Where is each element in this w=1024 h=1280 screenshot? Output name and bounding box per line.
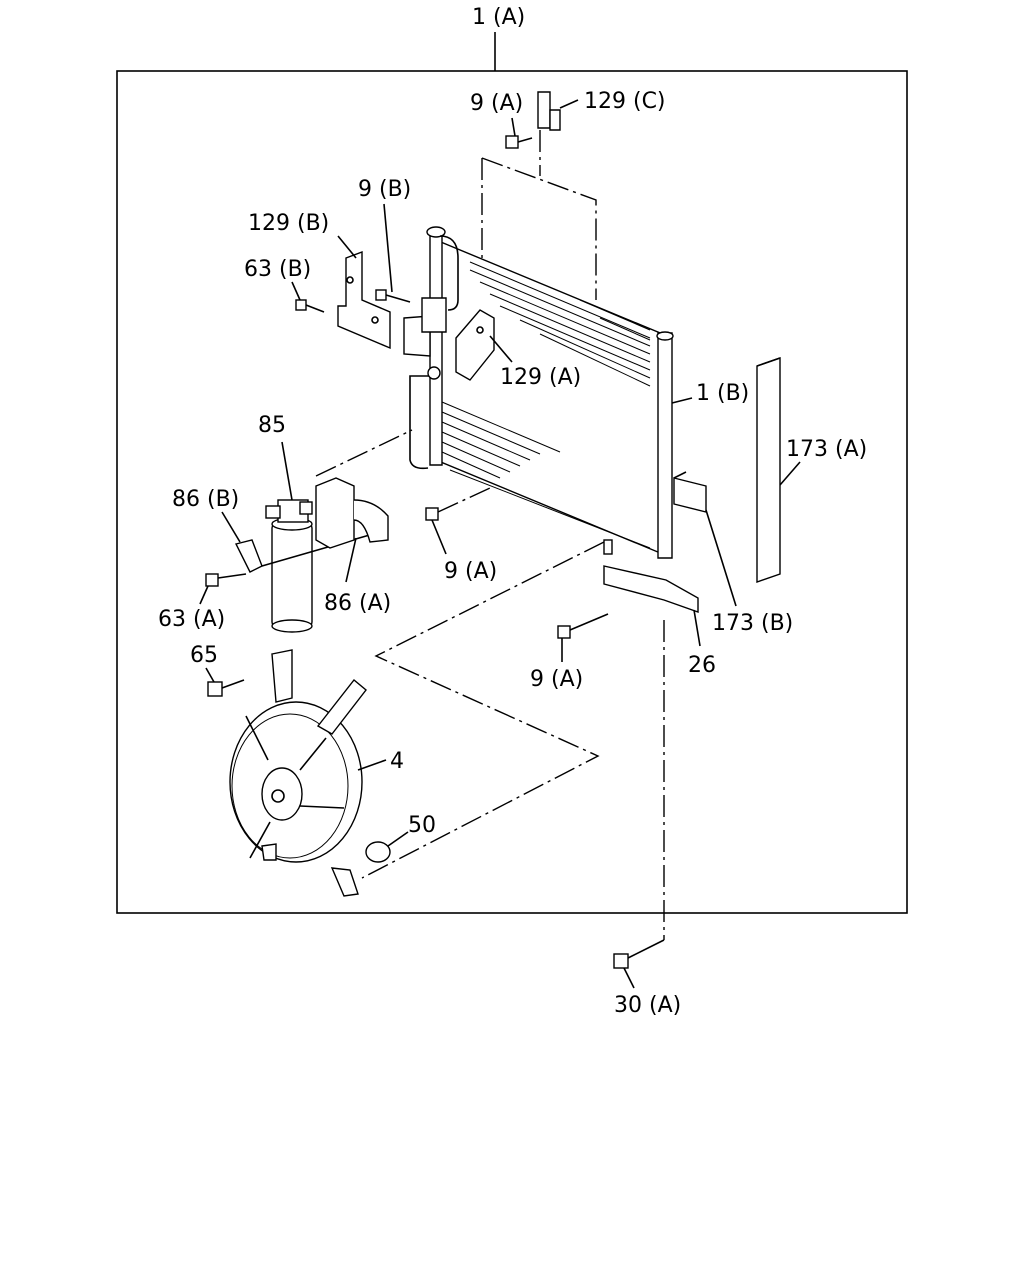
clamp-a-part — [315, 477, 389, 549]
bracket-lower-leader — [693, 609, 701, 647]
fan-bolt-leader — [205, 667, 215, 683]
clamp-b-tie — [261, 531, 381, 567]
label-bolt-top: 9 (A) — [470, 91, 523, 116]
seal-a-leader — [779, 461, 801, 486]
bolt-lower-icon — [557, 613, 609, 639]
label-bolt-bottom: 30 (A) — [614, 993, 681, 1018]
clamp-b-leader — [221, 511, 241, 543]
fan-bolt-icon — [207, 679, 245, 697]
seal-a-part — [756, 357, 781, 583]
bolt-top-icon — [505, 135, 533, 149]
label-receiver: 85 — [258, 413, 286, 438]
label-fan: 4 — [390, 749, 404, 774]
seal-b-part — [673, 471, 707, 513]
clamp-b-part — [234, 539, 263, 573]
bracket-top-part — [537, 91, 561, 131]
clamp-a-leader — [345, 537, 357, 583]
label-bolt-mid: 9 (A) — [444, 559, 497, 584]
lower-dash-guide — [361, 541, 605, 879]
bolt-left-upper-icon — [375, 289, 411, 303]
assembly-frame — [116, 70, 908, 914]
label-bolt-left: 63 (B) — [244, 257, 311, 282]
bolt-mid-leader — [431, 519, 447, 555]
clamp-dash-guide — [315, 429, 413, 477]
condenser-part — [409, 226, 674, 559]
label-clamp-b: 86 (B) — [172, 487, 239, 512]
bracket-mid-leader — [489, 335, 513, 363]
label-clamp-a: 86 (A) — [324, 591, 391, 616]
fan-leader — [357, 759, 387, 771]
bracket-lower-part — [603, 539, 699, 613]
label-bracket-left: 129 (B) — [248, 211, 329, 236]
bolt-top-leader — [511, 117, 516, 137]
bracket-mid-part — [403, 297, 495, 381]
bolt-left-upper-leader — [383, 203, 393, 293]
bolt-left-icon — [295, 299, 325, 313]
bolt-mid-icon — [425, 487, 491, 521]
bracket-left-part — [337, 250, 391, 350]
label-bracket-top: 129 (C) — [584, 89, 666, 114]
bolt-bottom-icon — [613, 939, 665, 969]
clip-leader — [387, 831, 409, 847]
fan-part — [229, 649, 367, 897]
label-bolt-lower: 9 (A) — [530, 667, 583, 692]
bolt-clamp-icon — [205, 573, 247, 587]
bolt-clamp-leader — [199, 585, 209, 605]
condenser-leader — [671, 397, 693, 404]
bracket-top-leader — [559, 99, 579, 109]
bolt-bottom-leader — [623, 967, 635, 989]
label-fan-bolt: 65 — [190, 643, 218, 668]
label-condenser: 1 (B) — [696, 381, 749, 406]
seal-b-leader — [705, 509, 737, 607]
label-bolt-left-upper: 9 (B) — [358, 177, 411, 202]
label-bracket-lower: 26 — [688, 653, 716, 678]
label-seal-b: 173 (B) — [712, 611, 793, 636]
top-dash-guide — [481, 130, 597, 300]
label-bolt-clamp: 63 (A) — [158, 607, 225, 632]
label-bracket-mid: 129 (A) — [500, 365, 581, 390]
bolt-left-leader — [291, 281, 301, 301]
receiver-leader — [281, 441, 293, 501]
label-clip: 50 — [408, 813, 436, 838]
clip-part — [365, 841, 391, 863]
label-assembly: 1 (A) — [472, 5, 525, 30]
bracket-left-leader — [337, 235, 357, 259]
label-seal-a: 173 (A) — [786, 437, 867, 462]
receiver-drier-part — [265, 499, 313, 633]
